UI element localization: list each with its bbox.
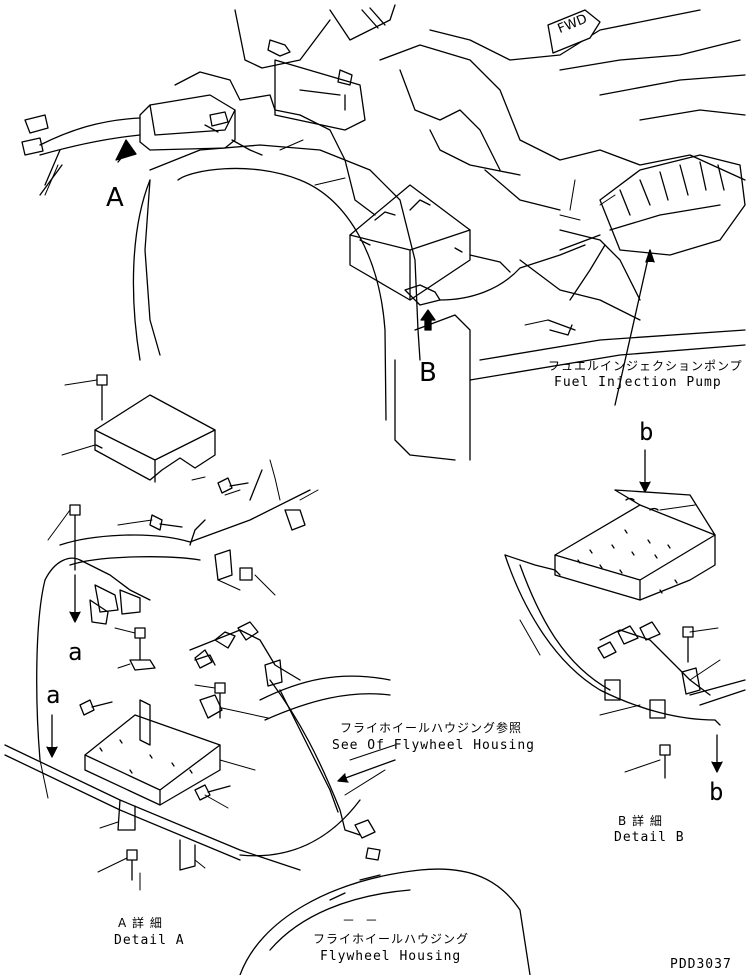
callout-b-lower: b (709, 778, 724, 806)
see-flywheel-label-en: See Of Flywheel Housing (332, 738, 536, 753)
fuel-pump-label-en: Fuel Injection Pump (554, 375, 722, 390)
drawing-id: PDD3037 (670, 957, 732, 972)
fwd-tag (547, 9, 601, 54)
leader-lines (39, 139, 721, 891)
callout-a-lower-1: a (68, 638, 83, 666)
callout-a: A (106, 183, 124, 213)
flywheel-housing-lower (239, 868, 531, 975)
detail-b-bracket (554, 489, 716, 601)
detail-a-title-en: Detail A (114, 933, 185, 948)
detail-a-title-jp: A 詳 細 (118, 916, 163, 930)
callout-b: B (419, 358, 437, 388)
detail-a-lower-assembly (4, 621, 391, 871)
flywheel-housing-upper (132, 59, 471, 461)
arrows (46, 139, 723, 783)
callout-b-upper: b (639, 418, 654, 446)
flywheel-label-jp: フライホイールハウジング (313, 932, 470, 946)
see-flywheel-label-jp: フライホイールハウジング参照 (340, 721, 523, 735)
callout-a-lower-2: a (46, 681, 61, 709)
detail-b-title-en: Detail B (614, 830, 685, 845)
controller-box-b (349, 184, 586, 306)
controller-box-a (139, 94, 236, 151)
fuel-pump-label-jp: フュエルインジェクションポンプ (548, 359, 743, 373)
detail-a-harness (36, 469, 311, 761)
flywheel-label-en: Flywheel Housing (320, 949, 462, 964)
engine-block (234, 4, 746, 381)
detail-b-harness (504, 554, 746, 779)
wiring-harness-top (21, 39, 376, 216)
fuel-injection-pump (547, 154, 746, 336)
detail-b-title-jp: B 詳 細 (618, 814, 663, 828)
detail-a-bracket-upper (94, 394, 216, 483)
dash-mark: － － (342, 914, 379, 929)
